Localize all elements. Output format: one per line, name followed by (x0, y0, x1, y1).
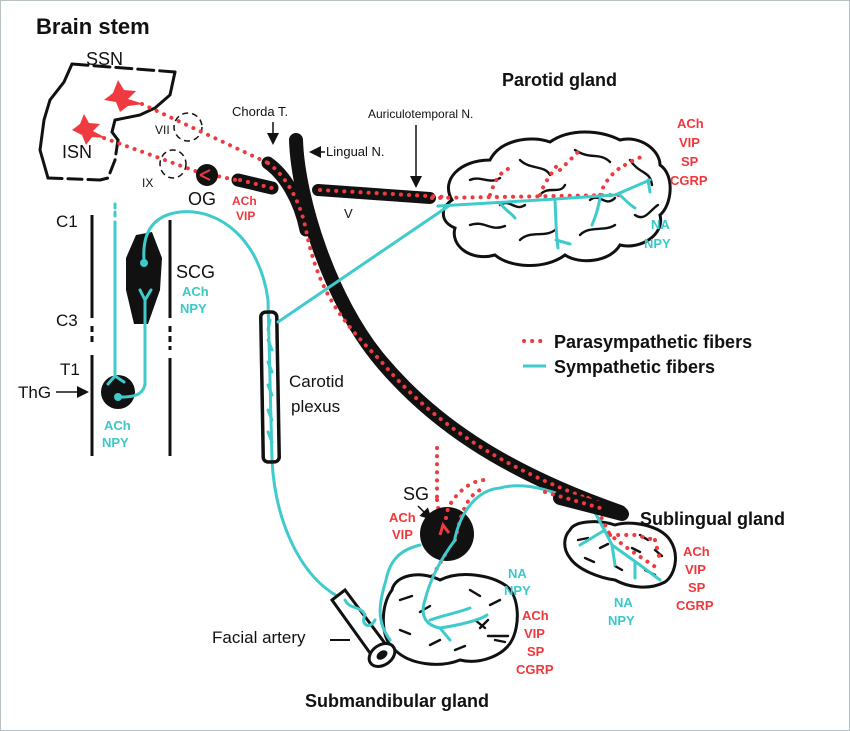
sg-label: SG (403, 484, 429, 504)
otic-neuron-icon (199, 169, 211, 181)
auriculotemporal-label: Auriculotemporal N. (368, 107, 473, 121)
sg-transmitter-2: VIP (392, 527, 413, 542)
og-transmitter-1: ACh (232, 194, 257, 208)
t1-label: T1 (60, 360, 80, 379)
submandibular-symp-2: NPY (504, 583, 531, 598)
ssn-neuron-icon (104, 80, 144, 112)
sublingual-para-3: SP (688, 580, 706, 595)
otic-ganglion (196, 164, 218, 186)
symp-fiber-to-parotid (276, 203, 452, 324)
thg-transmitter-1: ACh (104, 418, 131, 433)
submandibular-gland-label: Submandibular gland (305, 691, 489, 711)
vii-label: VII (155, 123, 170, 137)
sublingual-gland-label: Sublingual gland (640, 509, 785, 529)
submandibular-para-2: VIP (524, 626, 545, 641)
scg-label: SCG (176, 262, 215, 282)
isn-neuron-icon (72, 114, 106, 145)
parotid-para-1: ACh (677, 116, 704, 131)
carotid-label-line-2: plexus (291, 397, 340, 416)
parotid-para-3: SP (681, 154, 699, 169)
og-label: OG (188, 189, 216, 209)
c3-label: C3 (56, 311, 78, 330)
parotid-gland-label: Parotid gland (502, 70, 617, 90)
symp-fiber-preganglionic (106, 220, 126, 386)
thg-transmitter-2: NPY (102, 435, 129, 450)
scg-transmitter-2: NPY (180, 301, 207, 316)
parotid-para-4: CGRP (670, 173, 708, 188)
parotid-symp-2: NPY (644, 236, 671, 251)
legend-parasympathetic-label: Parasympathetic fibers (554, 332, 752, 352)
symp-fiber-submandibular (378, 538, 489, 642)
parotid-symp-1: NA (651, 217, 670, 232)
sublingual-para-2: VIP (685, 562, 706, 577)
trigeminal-v-label: V (344, 206, 353, 221)
brainstem-outline (38, 62, 177, 182)
para-fiber-auriculotemporal (318, 188, 502, 202)
para-fiber-ssn (140, 102, 270, 165)
legend: Parasympathetic fibers Sympathetic fiber… (522, 332, 752, 377)
para-fiber-parotid (430, 148, 647, 200)
legend-sympathetic-label: Sympathetic fibers (554, 357, 715, 377)
thg-label: ThG (18, 383, 51, 402)
carotid-label-line-1: Carotid (289, 372, 344, 391)
ix-label: IX (142, 176, 153, 190)
c1-label: C1 (56, 212, 78, 231)
sg-neuron-icon (438, 521, 451, 536)
symp-plexus-branches (266, 318, 274, 444)
symp-fiber-sublingual (578, 503, 662, 582)
lingual-nerve-label: Lingual N. (326, 144, 385, 159)
para-fiber-lingual (266, 161, 617, 510)
sg-transmitter-1: ACh (389, 510, 416, 525)
ssn-label: SSN (86, 49, 123, 69)
sg-arrow (417, 505, 433, 521)
scg-transmitter-1: ACh (182, 284, 209, 299)
og-transmitter-2: VIP (236, 209, 255, 223)
submandibular-para-3: SP (527, 644, 545, 659)
facial-artery (329, 587, 397, 668)
symp-fiber-postganglionic (142, 210, 347, 602)
sublingual-para-1: ACh (683, 544, 710, 559)
submandibular-para-4: CGRP (516, 662, 554, 677)
facial-artery-label: Facial artery (212, 628, 306, 647)
sublingual-para-4: CGRP (676, 598, 714, 613)
spinal-cord-lines (90, 215, 172, 456)
submandibular-para-1: ACh (522, 608, 549, 623)
symp-artery-branches (343, 598, 377, 627)
carotid-plexus (259, 310, 281, 464)
ix-nerve-circle (159, 149, 187, 179)
sublingual-symp-1: NA (614, 595, 633, 610)
scg-neuron-icon (140, 259, 148, 267)
thg-neuron-icon (114, 393, 122, 401)
superior-cervical-ganglion (126, 232, 162, 324)
vii-nerve-circle (173, 112, 203, 142)
symp-fiber-to-scg (119, 288, 153, 399)
submandibular-gland (381, 573, 519, 666)
title-brain-stem: Brain stem (36, 14, 150, 39)
para-fiber-lingual-end (543, 490, 602, 510)
symp-fiber-parotid (436, 178, 652, 250)
chorda-tympani-label: Chorda T. (232, 104, 288, 119)
submandibular-symp-1: NA (508, 566, 527, 581)
para-fiber-sublingual (586, 496, 662, 572)
chorda-tympani-nerve (261, 156, 313, 237)
sublingual-symp-2: NPY (608, 613, 635, 628)
para-fiber-og (238, 178, 274, 190)
para-fiber-isn (102, 136, 238, 182)
isn-label: ISN (62, 142, 92, 162)
para-fiber-submandibular (408, 477, 492, 622)
lingual-nerve (289, 133, 627, 519)
parotid-para-2: VIP (679, 135, 700, 150)
thoracic-ganglion (101, 375, 135, 409)
